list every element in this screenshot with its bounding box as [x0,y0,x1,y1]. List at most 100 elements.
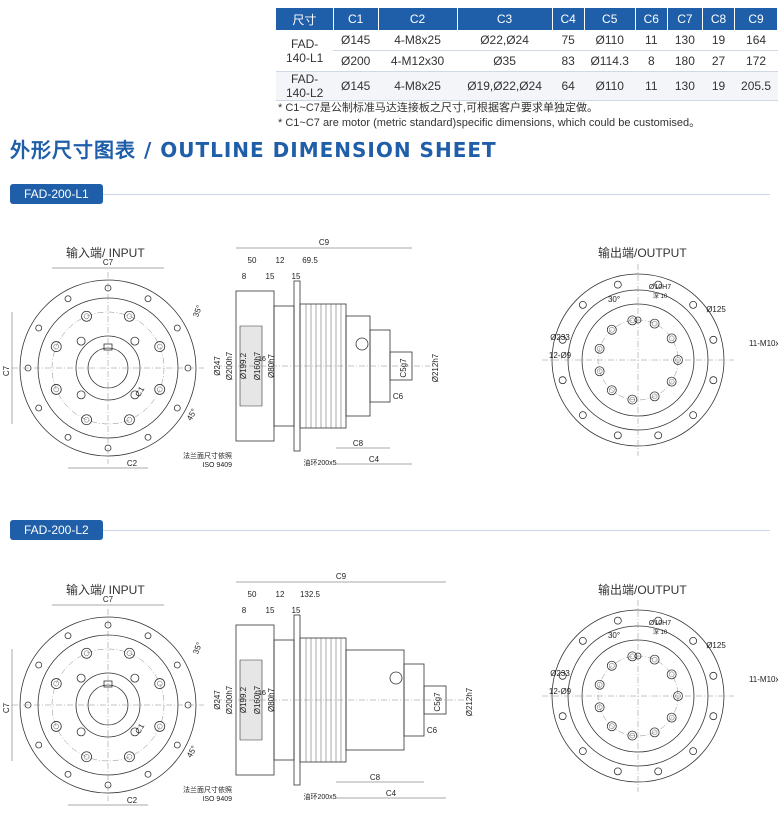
table-cell: 27 [702,50,735,72]
bolt-hole [154,384,166,395]
angle-30: 30° [608,631,620,640]
dim-c1: C1 [133,385,146,399]
outer-hole [558,671,567,680]
table-cell: 4-M8x25 [378,71,458,101]
dim-199: Ø199.2 [239,352,248,379]
table-cell: 8 [635,50,668,72]
dim-c2: C2 [127,796,138,805]
outer-hole [689,300,698,309]
outer-hole [654,431,663,440]
mount-hole [173,404,181,412]
oil-ring-note: 油环200x5 [303,458,336,467]
outer-hole [613,616,622,625]
mount-hole [173,324,181,332]
dim-length: 132.5 [300,590,321,599]
table-cell: 11 [635,30,668,51]
thread-hole [666,712,677,723]
table-cell: 19 [702,71,735,101]
thread-hole-inner [629,732,636,739]
mount-hole [144,632,152,640]
outer-hole [709,712,718,721]
header-cell: C7 [667,8,703,30]
thread-hole-inner [651,393,658,400]
dim-233: Ø233 [550,333,570,342]
dim-c6: C6 [393,392,404,401]
bolt-hole [50,384,62,395]
outer-hole [578,300,587,309]
bolt-hole-inner [83,313,90,320]
header-cell: C8 [702,8,736,30]
thread-hole [627,394,638,405]
bolt-hole-inner [83,650,90,657]
dim-125: Ø125 [706,305,726,314]
mount-hole [64,295,72,303]
header-cell: C3 [457,8,553,30]
table-cell: 205.5 [734,71,778,101]
thread-spec: 11-M10x22.5 [749,339,778,348]
mount-hole [35,741,43,749]
thread-hole [594,679,605,690]
bolt-hole-inner [126,416,133,423]
thread-hole [594,702,605,713]
motor-hole [130,390,140,400]
thread-hole [649,727,660,738]
thread-hole [627,730,638,741]
dim-c7-top: C7 [103,258,114,267]
dim-8: 8 [242,272,247,281]
mount-hole [64,770,72,778]
dim-199: Ø199.2 [239,686,248,713]
outer-hole [578,747,587,756]
dim-247: Ø247 [213,690,222,710]
outer-hole [613,431,622,440]
outer-hole [709,671,718,680]
outer-hole [709,335,718,344]
thread-hole-inner [651,656,658,663]
dim-10: Ø10H7 [649,284,671,291]
motor-hole [76,727,86,737]
thread-hole-inner [609,327,615,333]
outer-hole [558,376,567,385]
angle-35: 35° [191,641,204,655]
bolt-hole [81,310,92,322]
thread-hole-inner [596,368,603,375]
header-cell: C6 [635,8,668,30]
bolt-hole-inner [156,386,163,393]
bolt-hole-inner [126,313,133,320]
thread-hole [594,366,605,377]
thread-hole [649,391,660,402]
bolt-hole-inner [53,343,60,350]
thread-spec: 11-M10x22.5 [749,675,778,684]
table-cell: 180 [667,50,703,72]
bolt-hole-inner [83,753,90,760]
table-cell: Ø200 [333,50,379,72]
outer-hole [654,616,663,625]
dim-15a: 15 [266,272,275,281]
dim-c2: C2 [127,459,138,468]
table-cell: 172 [734,50,778,72]
thread-hole [594,343,605,354]
bolt-hole [154,678,166,689]
bolt-hole [124,647,135,659]
motor-hole [76,390,86,400]
motor-hole [130,336,140,346]
table-cell: 83 [552,50,585,72]
mount-hole [64,632,72,640]
table-cell: 19 [702,30,735,51]
outer-hole [689,747,698,756]
mount-hole [144,295,152,303]
holes-12: 12-Ø9 [549,351,572,360]
dim-c4: C4 [386,789,397,798]
thread-hole [606,324,617,335]
dim-212: Ø212h7 [431,353,440,382]
table-cell: 64 [552,71,585,101]
dim-80: Ø80h7 [267,687,276,712]
table-cell: Ø22,Ø24 [457,30,553,51]
thread-hole [649,654,660,665]
thread-hole [606,385,617,396]
thread-hole [606,721,617,732]
dim-c7-top: C7 [103,595,114,604]
input-label: 输入端/ INPUT [66,246,145,260]
thread-hole-inner [609,723,615,729]
header-cell: 尺寸 [276,8,334,30]
